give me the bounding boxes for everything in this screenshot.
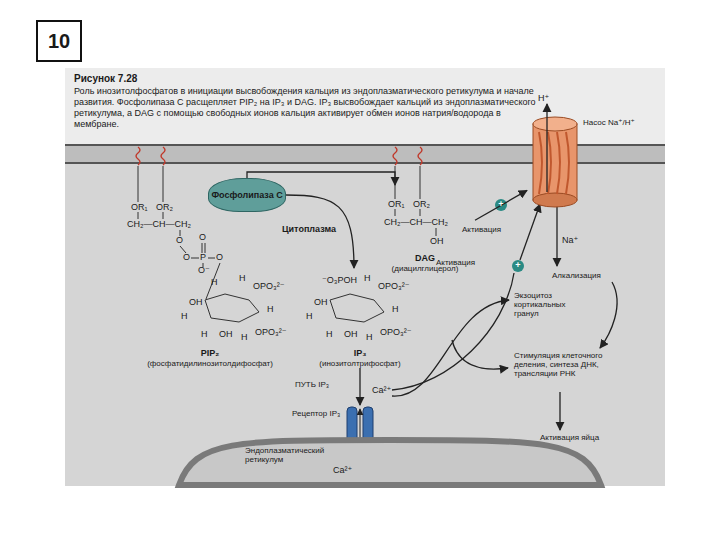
text-label: OPO₃²⁻: [378, 282, 409, 292]
callout-box: 10: [36, 20, 82, 62]
pump-cylinder: [527, 112, 587, 210]
node-sublabel: (инозитолтрифосфат): [319, 359, 400, 368]
connector: [359, 368, 360, 405]
node-sublabel: (фосфатидилинозитолдифосфат): [147, 359, 273, 368]
node-label: DAG: [415, 253, 435, 263]
text-label: H: [241, 333, 248, 343]
text-label: Активация: [436, 259, 475, 268]
badge-sign: +: [515, 261, 520, 270]
node-label: Насос Na⁺/H⁺: [583, 118, 649, 127]
lipid-tail: [136, 147, 422, 165]
text-label: H: [181, 312, 188, 322]
text-label: O: [183, 253, 190, 263]
text-label: H: [306, 312, 313, 322]
ion-pump: Насос Na⁺/H⁺: [527, 112, 652, 210]
text-label: Ca²⁺: [372, 386, 391, 396]
text-label: O: [176, 236, 183, 246]
text-label: H: [201, 330, 208, 340]
molecule-bonds: [138, 166, 436, 322]
badge-sign: +: [498, 200, 503, 209]
figure-title: Рисунок 7.28: [74, 73, 137, 84]
text-label: CH₂—CH—CH₂: [127, 220, 191, 230]
text-label: OH: [219, 330, 233, 340]
text-label: Экзоцитоз кортикальных гранул: [514, 292, 588, 318]
text-label: Na⁺: [562, 236, 578, 246]
text-label: Цитоплазма: [282, 225, 336, 235]
text-label: ⁻O₃POH: [322, 276, 357, 286]
node-label: Фосфолипаза C: [211, 190, 282, 200]
text-label: H: [392, 305, 399, 315]
figure-caption: Роль инозитолфосфатов в инициации высвоб…: [74, 86, 536, 130]
text-label: OH: [314, 298, 328, 308]
plus-badge: [512, 260, 524, 272]
text-label: OPO₃²⁻: [253, 282, 284, 292]
text-label: OH: [189, 298, 203, 308]
connector: [475, 190, 527, 220]
cytoplasm: [65, 163, 665, 486]
plus-badge: [495, 199, 507, 211]
text-label: H: [239, 274, 246, 284]
text-label: Стимуляция клеточного деления, синтеза Д…: [514, 352, 629, 378]
text-label: OR₁: [131, 203, 148, 213]
text-label: Активация: [462, 226, 501, 235]
node-label: Рецептор IP₃: [292, 409, 344, 418]
text-label: O: [199, 233, 206, 243]
text-label: H: [267, 305, 274, 315]
node-label: Эндоплазматический ретикулум: [245, 446, 335, 464]
text-label: O: [216, 253, 223, 263]
text-label: H: [326, 330, 333, 340]
text-label: H: [366, 333, 373, 343]
text-label: O⁻: [198, 266, 210, 276]
text-label: OPO₃²⁻: [380, 328, 411, 338]
text-label: Активация яйца: [540, 434, 599, 443]
text-label: H: [211, 278, 218, 288]
text-label: OH: [430, 237, 444, 247]
text-label: OPO₃²⁻: [255, 328, 286, 338]
text-label: CH₂—CH—CH₂: [384, 218, 448, 228]
text-label: Алкализация: [552, 272, 601, 281]
enzyme-blob: Фосфолипаза C: [208, 178, 286, 212]
text-label: H⁺: [538, 94, 549, 104]
node-label: PIP₂: [201, 348, 220, 358]
text-label: OH: [344, 330, 358, 340]
text-label: P: [200, 253, 206, 263]
node-label: 10: [48, 30, 70, 53]
text-label: Ca²⁺: [333, 466, 352, 476]
text-label: OR₂: [156, 203, 173, 213]
text-label: OR₂: [413, 200, 430, 210]
text-label: H: [364, 274, 371, 284]
node-label: IP₃: [354, 348, 367, 358]
panel: [65, 68, 665, 486]
text-label: OR₁: [388, 200, 405, 210]
edge-label: ПУТЬ IP₃: [293, 381, 331, 390]
signal-arrows: [392, 200, 617, 430]
